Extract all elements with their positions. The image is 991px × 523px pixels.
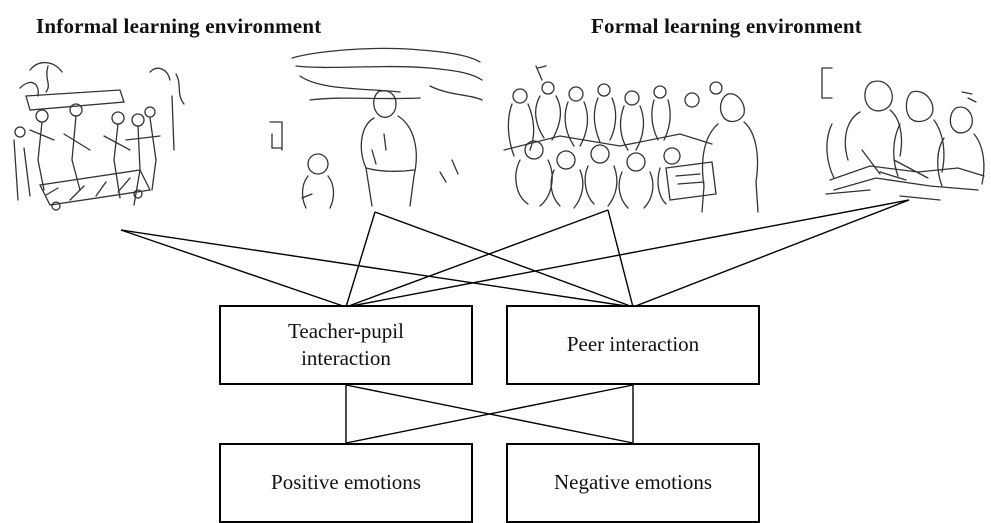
illustration-classroom bbox=[503, 65, 759, 213]
negative-emotions-box: Negative emotions bbox=[506, 443, 760, 523]
line-ill1-to-peer bbox=[120, 229, 634, 308]
positive-emotions-label: Positive emotions bbox=[271, 470, 421, 495]
peer-interaction-box: Peer interaction bbox=[506, 305, 760, 385]
negative-emotions-label: Negative emotions bbox=[553, 470, 713, 495]
illustration-adult-child bbox=[269, 47, 483, 209]
line-ill2-to-teacher bbox=[345, 211, 376, 308]
teacher-pupil-interaction-label: Teacher-pupil interaction bbox=[288, 318, 404, 370]
positive-emotions-box: Positive emotions bbox=[219, 443, 473, 523]
teacher-pupil-interaction-box: Teacher-pupil interaction bbox=[219, 305, 473, 385]
line-ill1-to-teacher bbox=[120, 229, 347, 308]
line-ill3-to-peer bbox=[607, 209, 634, 308]
informal-environment-heading: Informal learning environment bbox=[36, 14, 322, 38]
line-peer-to-positive bbox=[345, 384, 634, 444]
line-ill3-to-teacher bbox=[345, 209, 609, 308]
formal-environment-heading: Formal learning environment bbox=[591, 14, 862, 38]
illustration-outdoor-group bbox=[13, 62, 185, 211]
peer-interaction-label: Peer interaction bbox=[566, 332, 700, 357]
line-ill4-to-teacher bbox=[345, 199, 910, 308]
line-ill4-to-peer bbox=[632, 199, 910, 308]
line-ill2-to-peer bbox=[374, 211, 634, 308]
connector-lines bbox=[120, 199, 910, 444]
illustration-group-table bbox=[821, 67, 985, 201]
